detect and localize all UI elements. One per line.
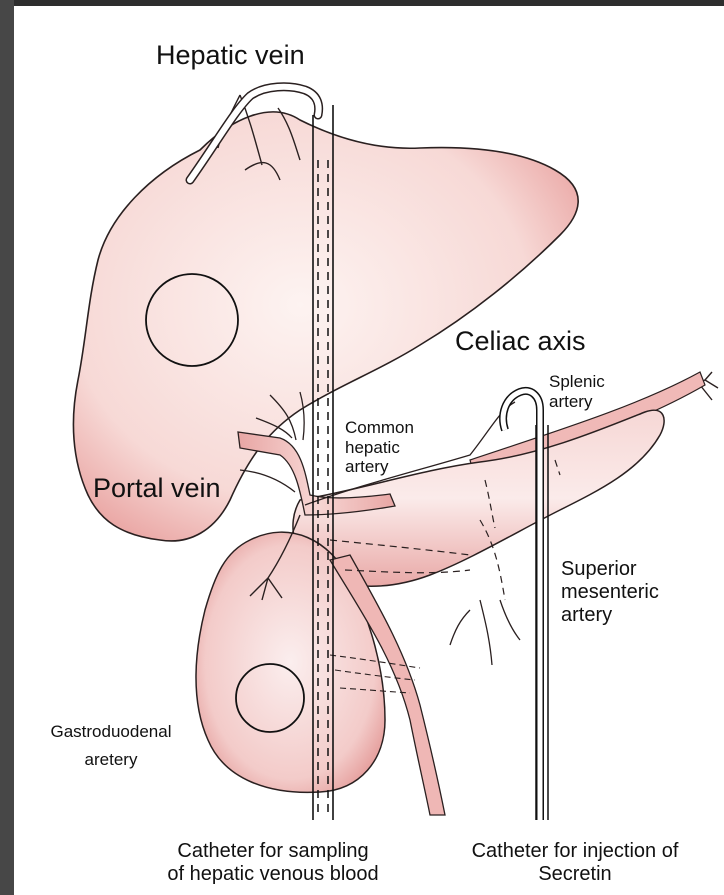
label-gastroduodenal-artery: Gastroduodenal aretery [26, 722, 196, 769]
label-superior-mesenteric-artery: Superior mesenteric artery [561, 558, 659, 627]
label-hepatic-vein: Hepatic vein [156, 40, 305, 71]
frame-left [0, 0, 14, 895]
label-common-hepatic-artery: Common hepatic artery [345, 418, 414, 477]
label-catheter-injection: Catheter for injection of Secretin [430, 840, 720, 886]
sma-branches [450, 600, 520, 665]
label-splenic-artery: Splenic artery [549, 372, 605, 411]
label-portal-vein: Portal vein [93, 473, 221, 504]
label-catheter-sampling: Catheter for sampling of hepatic venous … [128, 840, 418, 886]
label-celiac-axis: Celiac axis [455, 326, 586, 357]
